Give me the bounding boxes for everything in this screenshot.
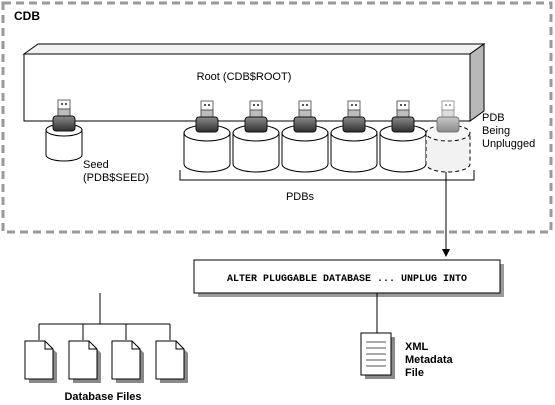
pdb-cylinders [183, 100, 427, 173]
seed-sublabel: (PDB$SEED) [83, 172, 149, 184]
database-file-icon [155, 340, 188, 383]
files-tree-lines [38, 293, 171, 340]
database-file-icon [68, 340, 101, 383]
xml-label-2: Metadata [405, 354, 454, 366]
unplug-label-3: Unplugged [482, 138, 535, 150]
database-file-icon [111, 340, 144, 383]
unplug-label-1: PDB [482, 112, 505, 124]
xml-file-icon [360, 332, 395, 379]
root-container [22, 43, 486, 122]
command-text: ALTER PLUGGABLE DATABASE ... UNPLUG INTO [227, 274, 467, 285]
pdbs-label: PDBs [286, 191, 315, 203]
cdb-label: CDB [14, 9, 40, 23]
plug-icon [52, 99, 76, 132]
database-files-label: Database Files [64, 391, 141, 403]
database-files [24, 340, 188, 383]
plug-icon [293, 100, 317, 133]
pdbs-bracket [179, 170, 475, 181]
pdb-being-unplugged [425, 100, 471, 173]
plug-icon [436, 100, 460, 133]
root-label: Root (CDB$ROOT) [197, 71, 292, 83]
unplug-label-2: Being [482, 125, 510, 137]
xml-label-1: XML [405, 341, 429, 353]
cdb-container [1, 1, 553, 234]
command-box [193, 259, 504, 297]
seed-pdb [45, 99, 83, 162]
seed-label: Seed [83, 159, 109, 171]
plug-icon [195, 100, 219, 133]
plug-icon [342, 100, 366, 133]
plug-icon [391, 100, 415, 133]
xml-label-3: File [405, 367, 424, 379]
database-file-icon [24, 340, 57, 383]
plug-icon [244, 100, 268, 133]
